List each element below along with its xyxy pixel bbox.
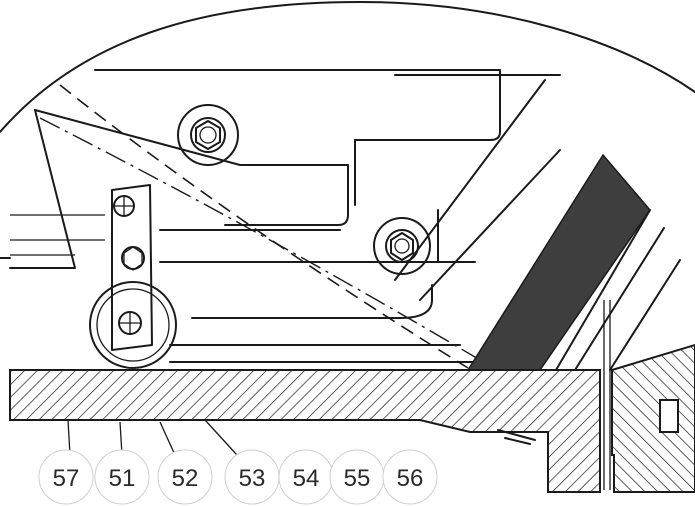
- housing-right: [354, 139, 439, 263]
- callout-label-55: 55: [344, 465, 371, 492]
- roller-arm: [111, 184, 153, 351]
- dashdot-line: [39, 117, 481, 361]
- housing-lower-edge: [0, 229, 476, 263]
- seal-strip: [466, 153, 651, 371]
- leader-57: [67, 419, 71, 456]
- upper-bolt: [177, 104, 239, 166]
- leader-51: [119, 421, 123, 456]
- callout-label-54: 54: [293, 465, 320, 492]
- housing-inner: [9, 109, 76, 269]
- callout-52: 52: [157, 449, 213, 505]
- housing-base-lower: [169, 344, 481, 363]
- flange-bolt: [659, 399, 679, 433]
- housing-step: [34, 109, 349, 226]
- detail-circle-boundary: [0, 1, 695, 133]
- housing-inner-2: [10, 214, 105, 256]
- middle-bolt: [373, 217, 431, 275]
- leader-53: [204, 419, 238, 456]
- callout-label-53: 53: [239, 465, 266, 492]
- housing-slope: [394, 74, 561, 301]
- callout-label-51: 51: [109, 465, 136, 492]
- plate-detail: [497, 429, 536, 445]
- callout-label-57: 57: [53, 465, 80, 492]
- upper-housing-outline: [94, 69, 501, 141]
- callout-57: 57: [38, 449, 94, 505]
- leader-52: [159, 421, 176, 456]
- hatched-plate: [9, 369, 601, 493]
- dashed-line: [59, 84, 469, 369]
- callout-56: 56: [382, 449, 438, 505]
- housing-base: [191, 284, 433, 319]
- seal-side-lines: [555, 209, 681, 371]
- hatched-flange: [611, 343, 695, 493]
- callout-label-52: 52: [172, 465, 199, 492]
- callout-label-56: 56: [397, 465, 424, 492]
- roller-wheel: [89, 281, 177, 369]
- callout-53: 53: [224, 449, 280, 505]
- callout-51: 51: [94, 449, 150, 505]
- callout-54: 54: [278, 449, 334, 505]
- callout-55: 55: [329, 449, 385, 505]
